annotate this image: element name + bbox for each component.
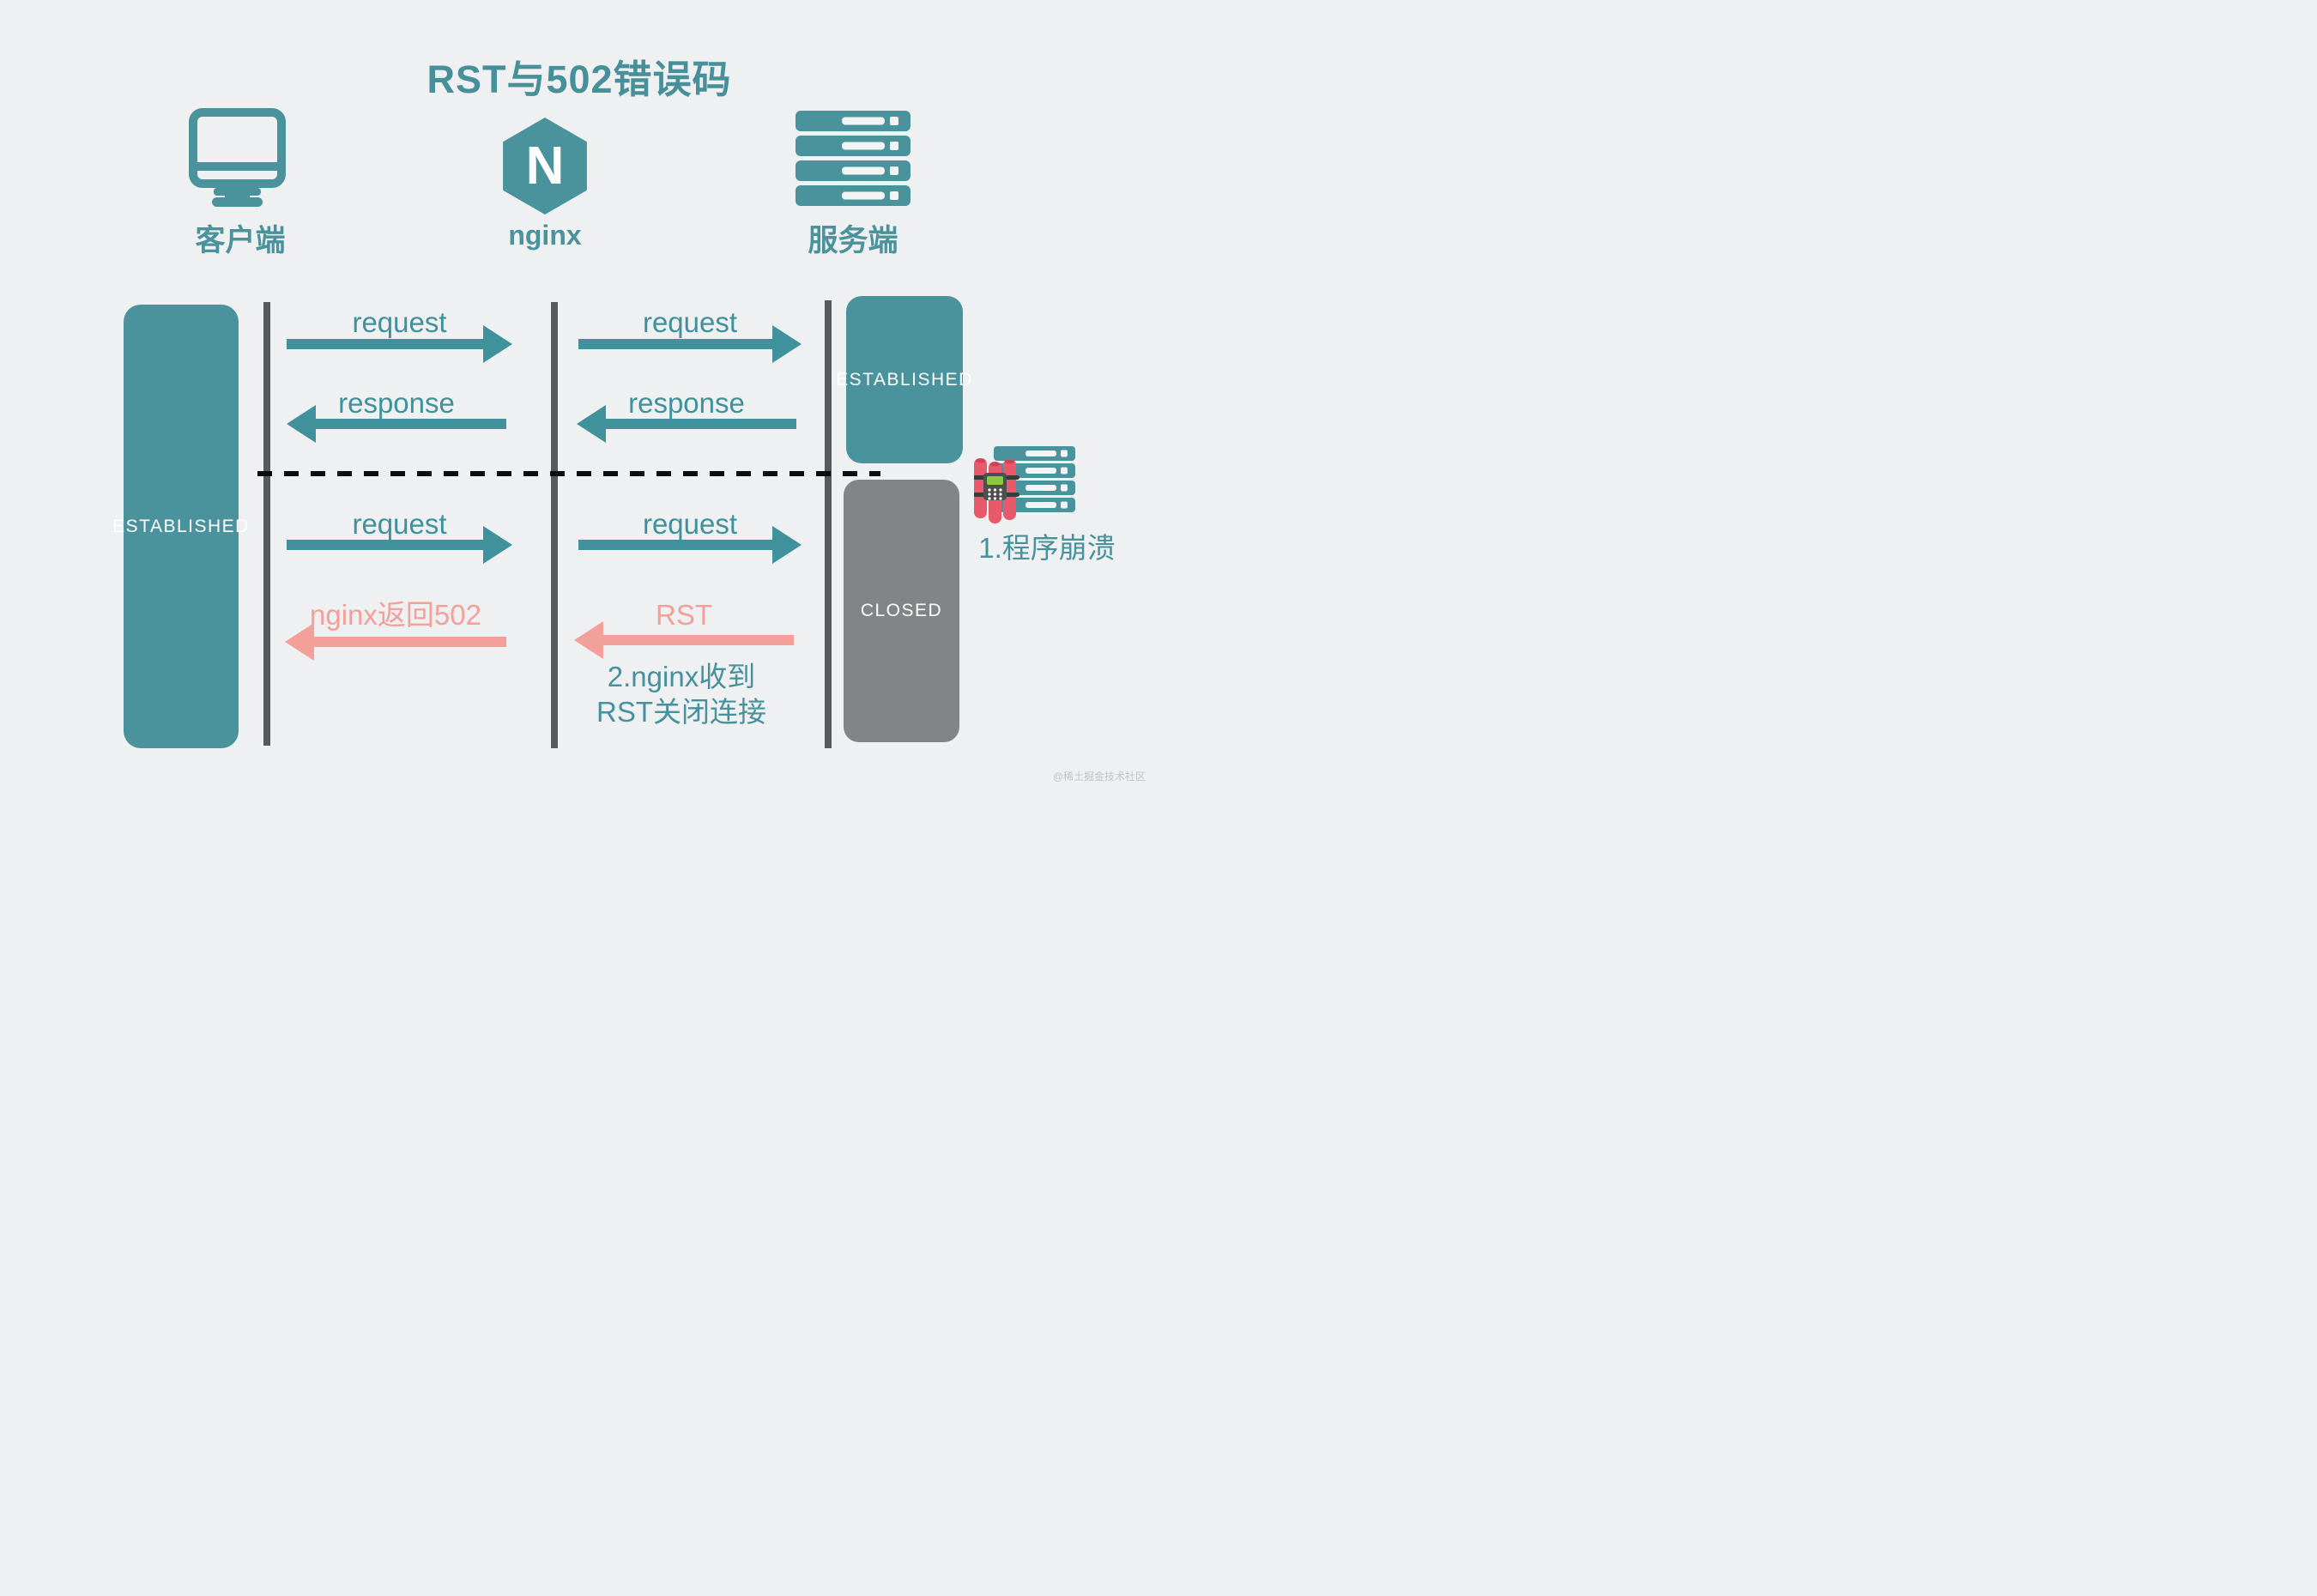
crash-annotation-label: 1.程序崩溃 (978, 532, 1116, 564)
request-arrow-nginx-server-bottom (578, 526, 802, 564)
nginx-lifeline (551, 302, 558, 748)
nginx-logo-icon (503, 118, 587, 215)
client-state-text: ESTABLISHED (112, 516, 250, 536)
request-label-nginx-server-bottom: request (642, 508, 738, 540)
server-lifeline (825, 300, 832, 748)
request-arrow-client-nginx-bottom (287, 526, 512, 564)
rst-arrow (574, 621, 794, 659)
response-arrow-nginx-client (287, 405, 506, 443)
nginx-logo-letter: N (525, 136, 565, 196)
request-label-nginx-server-top: request (642, 306, 738, 338)
nginx-note-line2: RST关闭连接 (596, 696, 766, 728)
nginx-502-label: nginx返回502 (310, 599, 481, 631)
diagram-title: RST与502错误码 (426, 57, 732, 101)
diagram-canvas: RST与502错误码 客户端 N nginx 服务端 ESTAB (0, 0, 1158, 798)
crash-bomb-icon (974, 446, 1075, 523)
response-label-server-nginx: response (628, 387, 745, 419)
crash-divider-dashed-line (257, 471, 880, 476)
response-arrow-server-nginx (577, 405, 796, 443)
server-established-box: ESTABLISHED (836, 296, 971, 463)
server-closed-box: CLOSED (844, 480, 959, 742)
server-established-text: ESTABLISHED (836, 369, 973, 390)
client-lifeline (263, 302, 270, 746)
request-label-client-nginx-bottom: request (352, 508, 447, 540)
nginx-note-line1: 2.nginx收到 (607, 661, 756, 692)
request-arrow-client-nginx-top (287, 325, 512, 363)
client-entity-label: 客户端 (195, 224, 286, 257)
request-arrow-nginx-server-top (578, 325, 802, 363)
server-closed-text: CLOSED (860, 601, 943, 620)
client-state-box: ESTABLISHED (112, 305, 248, 748)
response-label-nginx-client: response (338, 387, 455, 419)
nginx-entity-label: nginx (508, 220, 582, 251)
request-label-client-nginx-top: request (352, 306, 447, 338)
nginx-502-arrow (285, 623, 506, 661)
client-monitor-icon (189, 108, 286, 207)
server-entity-label: 服务端 (808, 224, 898, 257)
server-rack-icon (796, 111, 910, 206)
rst-label: RST (656, 599, 712, 631)
watermark-text: @稀土掘金技术社区 (1052, 771, 1146, 783)
